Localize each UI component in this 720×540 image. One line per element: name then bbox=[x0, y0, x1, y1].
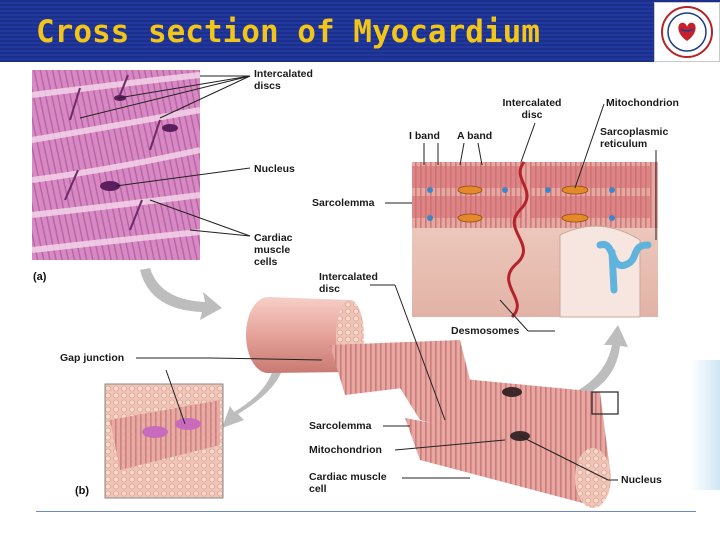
slide-header: Cross section of Myocardium bbox=[0, 0, 720, 62]
arrow-to-gap-junction-icon bbox=[222, 366, 283, 428]
figure-illustration: (a) (b) bbox=[31, 70, 658, 508]
label-desmosomes: Desmosomes bbox=[451, 325, 520, 337]
label-line: Cardiac bbox=[254, 232, 293, 244]
slide-title: Cross section of Myocardium bbox=[36, 14, 540, 50]
label-sarcoplasmic-reticulum: Sarcoplasmic reticulum bbox=[600, 126, 668, 150]
label-line: disc bbox=[521, 109, 543, 121]
label-line: disc bbox=[319, 283, 341, 295]
arrow-a-to-b-icon bbox=[140, 268, 222, 320]
label-i-band: I band bbox=[409, 130, 440, 142]
label-line: Intercalated bbox=[502, 97, 562, 109]
panel-a-tag: (a) bbox=[33, 271, 47, 283]
label-nucleus-b: Nucleus bbox=[621, 474, 662, 486]
bottom-divider bbox=[36, 511, 696, 512]
label-a-band: A band bbox=[457, 130, 493, 142]
myocardium-figure: (a) (b) Intercalated discs Nucleus Cardi… bbox=[0, 62, 720, 540]
panel-b-tag: (b) bbox=[75, 485, 89, 497]
label-intercalated-disc-mid: Intercalated disc bbox=[319, 271, 378, 295]
micrograph-panel-a bbox=[31, 70, 251, 260]
sarcomere-block bbox=[412, 161, 658, 319]
society-logo bbox=[654, 2, 720, 62]
label-intercalated-disc-top: Intercalated disc bbox=[497, 97, 567, 121]
label-cardiac-muscle-cell-b: Cardiac muscle cell bbox=[309, 471, 387, 495]
label-cardiac-muscle-cells-a: Cardiac muscle cells bbox=[254, 232, 293, 268]
label-line: cell bbox=[309, 483, 327, 495]
label-nucleus-a: Nucleus bbox=[254, 163, 295, 175]
label-line: muscle bbox=[254, 244, 291, 256]
label-sarcolemma-top: Sarcolemma bbox=[312, 197, 375, 209]
label-line: Sarcoplasmic bbox=[600, 126, 669, 138]
label-gap-junction: Gap junction bbox=[60, 352, 125, 364]
gap-junction-inset bbox=[104, 383, 224, 499]
label-line: Cardiac muscle bbox=[309, 471, 387, 483]
label-line: cells bbox=[254, 256, 278, 268]
label-line: Intercalated bbox=[254, 68, 313, 80]
arrow-to-block-icon bbox=[575, 325, 628, 398]
decorative-side-gradient bbox=[690, 360, 720, 490]
label-sarcolemma-bottom: Sarcolemma bbox=[309, 420, 372, 432]
label-line: reticulum bbox=[600, 138, 648, 150]
label-line: discs bbox=[254, 80, 281, 92]
label-mitochondrion-top: Mitochondrion bbox=[606, 97, 679, 109]
muscle-fiber-cylinders bbox=[246, 297, 619, 508]
label-mitochondrion-bottom: Mitochondrion bbox=[309, 444, 382, 456]
logo-seal-icon bbox=[661, 6, 713, 58]
label-line: Intercalated bbox=[319, 271, 378, 283]
label-intercalated-discs-a: Intercalated discs bbox=[254, 68, 313, 92]
curved-arrows bbox=[140, 268, 628, 428]
